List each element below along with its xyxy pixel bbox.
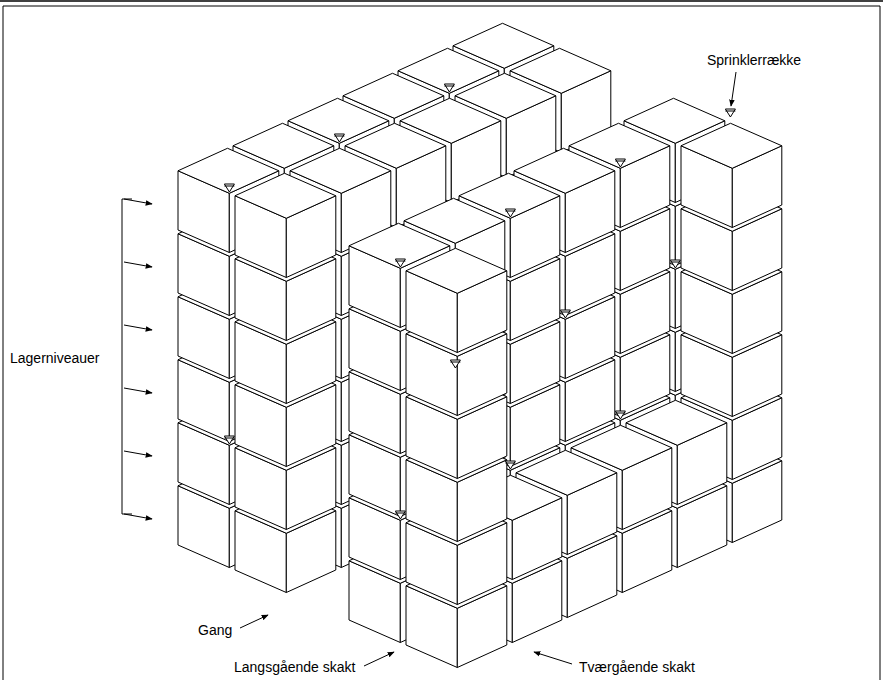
sprinkler-bar [505,211,515,212]
sprinkler-heads [224,84,735,519]
storage-cube [235,173,336,277]
sprinkler-triangle [505,209,515,217]
label-text: Tværgående skakt [577,659,697,675]
sprinkler-triangle [395,511,405,519]
cube-face [406,248,507,293]
sprinkler-head [725,109,735,117]
cube-face [681,123,782,168]
sprinkler-triangle [395,259,405,267]
sprinkler-bar [450,362,460,363]
sprinkler-bar [615,413,625,414]
sprinkler-bar [725,111,735,112]
sprinkler-triangle [615,159,625,167]
sprinkler-triangle [670,260,680,268]
sprinkler-bar [505,463,515,464]
sprinkler-triangle [224,184,234,192]
sprinkler-bar [615,161,625,162]
sprinkler-bar [670,262,680,263]
sprinkler-triangle [505,461,515,469]
sprinkler-bar [560,312,570,313]
sprinkler-head [670,260,680,268]
storage-cube [681,123,782,227]
sprinkler-head [505,209,515,217]
label-text: Lagerniveauer [8,350,102,366]
sprinkler-head [505,461,515,469]
sprinkler-head [224,184,234,192]
sprinkler-bar [334,136,344,137]
sprinkler-head [395,511,405,519]
sprinkler-head [615,411,625,419]
label-text: Gang [196,622,234,638]
sprinkler-bar [224,186,234,187]
cube-face [235,173,336,218]
sprinkler-head [615,159,625,167]
storage-cube [406,248,507,352]
sprinkler-triangle [334,134,344,142]
sprinkler-head [450,360,460,368]
sprinkler-bar [395,513,405,514]
rack-cubes [178,23,782,667]
sprinkler-head [560,310,570,318]
sprinkler-triangle [725,109,735,117]
sprinkler-bar [224,438,234,439]
sprinkler-head [444,84,454,92]
sprinkler-triangle [444,84,454,92]
sprinkler-triangle [224,436,234,444]
sprinkler-head [334,134,344,142]
sprinkler-triangle [450,360,460,368]
sprinkler-triangle [615,411,625,419]
label-text: Sprinklerrække [705,52,803,68]
sprinkler-bar [444,86,454,87]
leader-lines [122,72,736,666]
sprinkler-bar [395,261,405,262]
sprinkler-head [395,259,405,267]
label-text: Langsgående skakt [232,659,357,675]
sprinkler-head [224,436,234,444]
sprinkler-triangle [560,310,570,318]
